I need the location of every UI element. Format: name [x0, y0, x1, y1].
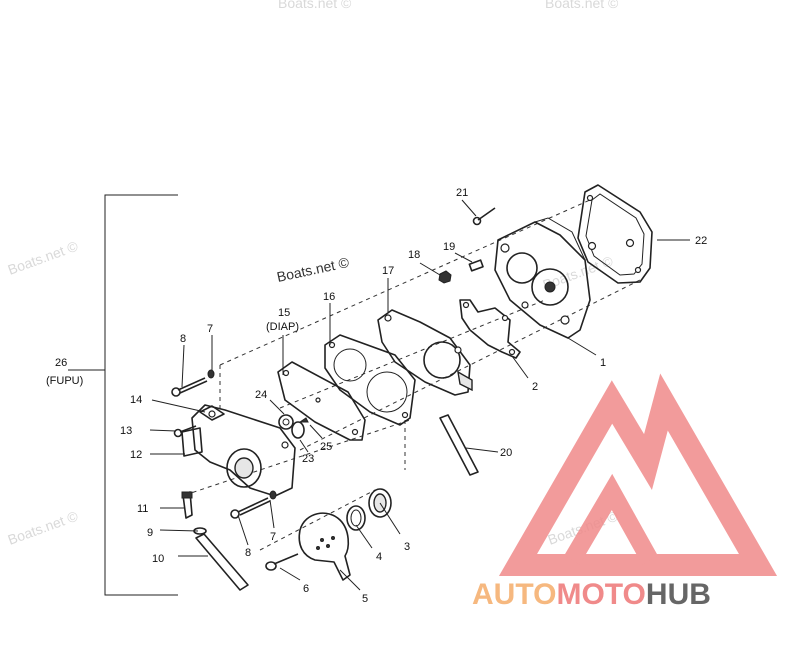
part-15-diaphragm [277, 361, 366, 441]
label-14: 14 [130, 394, 142, 406]
part-12-pump-base [181, 404, 296, 497]
part-7-washer-lower [269, 490, 277, 500]
part-23-check-valve [291, 421, 305, 439]
part-25-pin [298, 417, 309, 423]
watermark: Boats.net © [545, 0, 619, 11]
watermark-layer: Boats.net © Boats.net © Boats.net © Boat… [6, 0, 621, 548]
label-25: 25 [320, 441, 332, 453]
part-17-diaphragm-body [377, 309, 473, 396]
label-2: 2 [532, 381, 538, 393]
label-26: 26 [55, 357, 67, 369]
label-22: 22 [695, 235, 707, 247]
part-number-labels: 22 1 2 21 18 19 17 16 15 (DIAP) 20 24 23… [46, 187, 707, 605]
label-5: 5 [362, 593, 368, 605]
part-1-cover [494, 217, 591, 339]
label-26-sub: (FUPU) [46, 375, 83, 387]
label-7-lower: 7 [270, 531, 276, 543]
part-19-plug [468, 259, 484, 272]
label-17: 17 [382, 265, 394, 277]
watermark: Boats.net © [6, 237, 81, 277]
label-6: 6 [303, 583, 309, 595]
label-7-upper: 7 [207, 323, 213, 335]
label-15: 15 [278, 307, 290, 319]
label-24: 24 [255, 389, 267, 401]
watermark: Boats.net © [6, 507, 81, 547]
label-23: 23 [302, 453, 314, 465]
label-1: 1 [600, 357, 606, 369]
part-18-nut [438, 270, 452, 284]
part-24-o-ring [278, 414, 294, 430]
part-20-hose [439, 414, 479, 476]
part-2-valve-plate [459, 299, 521, 359]
label-8-upper: 8 [180, 333, 186, 345]
part-6-screw [265, 553, 299, 571]
part-10-hose [195, 533, 249, 591]
watermark: Boats.net © [275, 254, 351, 285]
part-16-gasket [324, 334, 416, 426]
part-14-fitting [199, 405, 225, 421]
label-13: 13 [120, 425, 132, 437]
label-8-lower: 8 [245, 547, 251, 559]
alignment-lines [184, 199, 641, 551]
logo-inner-icon [564, 473, 658, 565]
part-11-fitting [181, 491, 193, 519]
label-15-sub: (DIAP) [266, 321, 299, 333]
watermark: Boats.net © [278, 0, 352, 11]
part-7-washer-upper [207, 369, 215, 379]
part-22-gasket [577, 184, 653, 284]
part-5-filter-cover [298, 512, 351, 581]
label-19: 19 [443, 241, 455, 253]
part-4-gasket [346, 505, 366, 531]
brand-part-moto: MOTO [556, 578, 645, 611]
label-10: 10 [152, 553, 164, 565]
brand-part-hub: HUB [646, 578, 711, 611]
leader-lines [149, 199, 690, 591]
label-16: 16 [323, 291, 335, 303]
label-18: 18 [408, 249, 420, 261]
brand-logo [498, 373, 778, 576]
part-8-screw-lower [230, 497, 271, 519]
brand-part-auto: AUTO [472, 578, 556, 611]
label-12: 12 [130, 449, 142, 461]
part-21-screw [472, 207, 496, 226]
label-21: 21 [456, 187, 468, 199]
assembly-bracket [68, 194, 178, 596]
label-9: 9 [147, 527, 153, 539]
svg-text:AUTOMOTOHUB: AUTOMOTOHUB [472, 578, 711, 611]
logo-triangle-icon [498, 373, 778, 576]
label-11: 11 [137, 503, 148, 515]
brand-wordmark: AUTOMOTOHUB [472, 578, 711, 611]
part-8-screw-upper [171, 377, 208, 397]
label-20: 20 [500, 447, 512, 459]
part-13-screw [173, 425, 197, 438]
label-3: 3 [404, 541, 410, 553]
label-4: 4 [376, 551, 382, 563]
